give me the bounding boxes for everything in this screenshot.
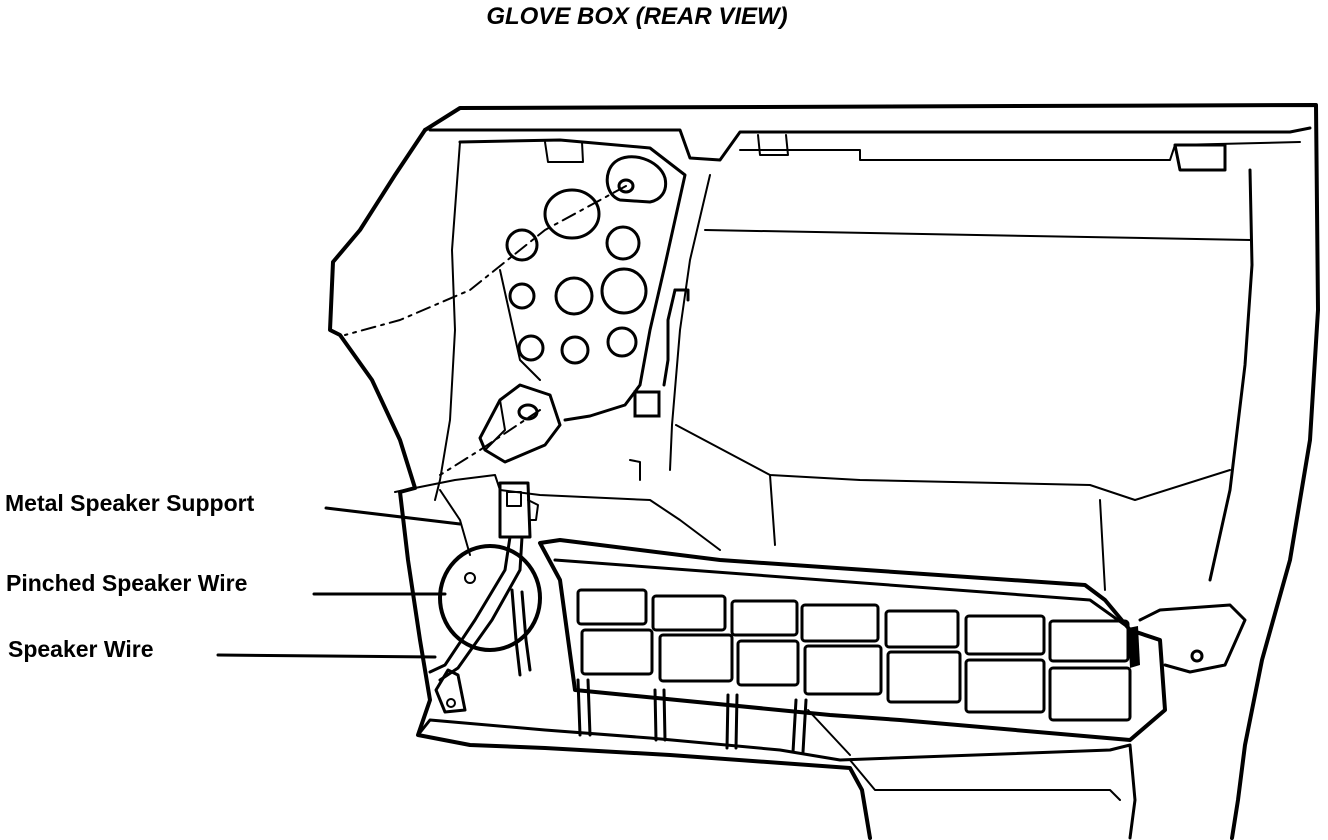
lid-grid (576, 588, 1132, 754)
upper-bracket-hole (617, 178, 635, 194)
top-clip-left (544, 141, 584, 163)
left-inner-wall (458, 138, 687, 422)
side-latch (662, 288, 677, 387)
label-pinched-speaker-wire: Pinched Speaker Wire (6, 570, 247, 596)
compartment-floor-crease-right (1099, 499, 1106, 591)
right-tab-hole (1190, 649, 1204, 663)
lower-speaker-bracket (478, 383, 562, 464)
left-outer-wall (328, 128, 872, 840)
leader-metal-speaker-support (324, 506, 462, 526)
left-tab-hole (446, 698, 456, 708)
base-step (849, 759, 1121, 801)
left-lower-clip (629, 459, 641, 481)
side-latch-cap (673, 288, 690, 302)
lid-frame (538, 538, 1167, 742)
metal-speaker-support (498, 481, 539, 539)
lid-latch-block (1128, 626, 1140, 668)
lower-bracket-hole (517, 403, 539, 421)
callout-metal-speaker-support: Metal Speaker Support (5, 490, 462, 526)
lid-top-lip (553, 558, 1127, 627)
base-diagonal (807, 709, 851, 756)
left-panel-edge (499, 269, 541, 381)
base-strip (416, 718, 1137, 840)
top-clip-right (1173, 143, 1227, 172)
label-metal-speaker-support: Metal Speaker Support (5, 490, 255, 516)
left-lower-flange-2 (439, 489, 471, 556)
leader-speaker-wire (216, 653, 437, 659)
compartment-floor (675, 424, 1231, 501)
callout-pinched-speaker-wire: Pinched Speaker Wire (6, 570, 447, 596)
right-mounting-tab (1138, 603, 1247, 674)
speaker-hole-pattern (505, 188, 648, 365)
glove-box-outer-outline (423, 103, 1320, 840)
compartment-back-left (669, 174, 711, 471)
left-panel-back (434, 141, 461, 501)
upper-speaker-bracket (605, 155, 668, 204)
speaker-centerline-lower (439, 409, 541, 476)
compartment-back-right (1208, 168, 1254, 582)
compartment-back-top (704, 229, 1251, 241)
compartment-floor-crease (769, 474, 776, 546)
side-latch-square (633, 390, 661, 418)
top-clip-middle (757, 134, 789, 156)
top-lip (428, 126, 1312, 162)
pinched-wire-circle (438, 544, 542, 652)
label-speaker-wire: Speaker Wire (8, 636, 154, 662)
pinch-screw (464, 572, 476, 584)
left-mounting-tab (434, 668, 467, 714)
speaker-centerline-upper (344, 185, 627, 336)
diagram-title: GLOVE BOX (REAR VIEW) (486, 3, 787, 30)
lower-bracket-shade (484, 399, 506, 451)
glove-box-drawing (328, 103, 1320, 840)
callout-speaker-wire: Speaker Wire (8, 636, 437, 662)
speaker-wires (428, 535, 532, 682)
